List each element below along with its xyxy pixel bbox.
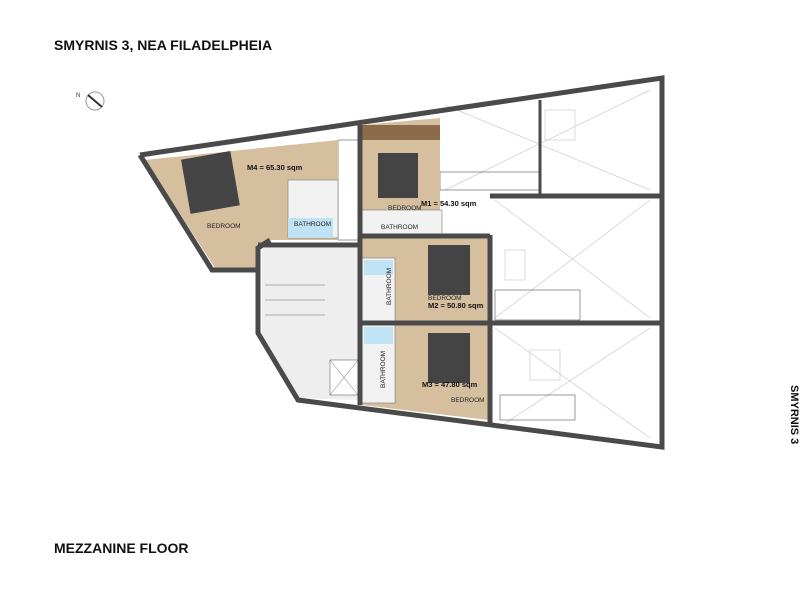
m4-area-label: M4 = 65.30 sqm bbox=[247, 163, 303, 172]
floor-label: MEZZANINE FLOOR bbox=[54, 540, 189, 556]
m4-bathroom-tile bbox=[288, 218, 333, 238]
m4-bathroom-label: BATHROOM bbox=[294, 221, 331, 228]
m1-bathroom bbox=[361, 209, 443, 236]
walls bbox=[137, 75, 665, 450]
m2-bedroom-label: BEDROOM bbox=[428, 295, 462, 302]
compass-label: N bbox=[76, 93, 80, 99]
m1-area-label: M1 = 54.30 sqm bbox=[421, 199, 477, 208]
compass-icon: N bbox=[76, 91, 105, 111]
m3-bathroom-label: BATHROOM bbox=[380, 351, 387, 388]
m3-bedroom-label: BEDROOM bbox=[451, 397, 485, 404]
m1-bed bbox=[378, 153, 418, 198]
m3-area-label: M3 = 47.80 sqm bbox=[422, 380, 478, 389]
void-lines bbox=[444, 89, 651, 439]
m1-bathroom-label: BATHROOM bbox=[381, 224, 418, 231]
m2-bathroom-label: BATHROOM bbox=[386, 268, 393, 305]
m2-bed bbox=[428, 245, 470, 295]
m1-bedroom-label: BEDROOM bbox=[388, 205, 422, 212]
m2-area-label: M2 = 50.80 sqm bbox=[428, 301, 484, 310]
open-living-area bbox=[440, 78, 662, 447]
m4-bed bbox=[181, 151, 240, 214]
page-title: SMYRNIS 3, NEA FILADELPHEIA bbox=[54, 37, 273, 53]
m3-bed bbox=[428, 333, 470, 383]
m4-bedroom-label: BEDROOM bbox=[207, 223, 241, 230]
